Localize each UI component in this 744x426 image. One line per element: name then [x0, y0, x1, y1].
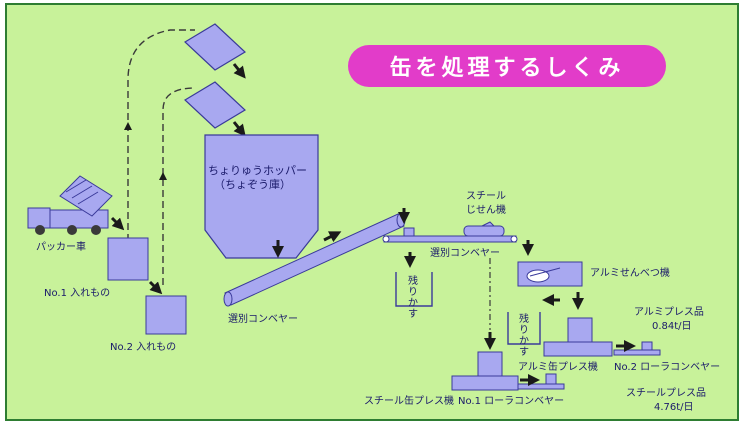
- conveyor-upper-label: 選別コンベヤー: [430, 248, 500, 259]
- lift-path-2: [162, 87, 196, 285]
- drop-arrow-1-icon: [232, 63, 246, 79]
- alu-product-label-2: 0.84t/日: [652, 321, 692, 332]
- steel-separator-label-2: じせん機: [466, 205, 506, 216]
- alu-separator-icon: [517, 261, 583, 287]
- bin2-label: No.2 入れもの: [110, 342, 177, 353]
- packer-truck-icon: [27, 175, 113, 235]
- steel-separator-label-1: スチール: [466, 191, 506, 202]
- truck-arrow-icon: [110, 216, 125, 231]
- conveyor-flow-arrow-icon: [323, 231, 342, 243]
- remainder-label-1: 残りかす: [408, 276, 418, 320]
- lift-arrow-2-icon: [159, 172, 167, 180]
- title-pill: [348, 45, 666, 87]
- lift-bin-upper: [184, 23, 246, 71]
- packer-truck-label: パッカー車: [36, 242, 86, 253]
- hopper-icon: [204, 134, 319, 259]
- conveyor-upper-icon: [383, 235, 517, 243]
- bin-2: [145, 295, 187, 335]
- steel-press-icon: [451, 351, 519, 391]
- drop-arrow-2-icon: [232, 121, 246, 137]
- bin-arrow-icon: [148, 280, 163, 295]
- alu-press-label: アルミ缶プレス機: [518, 362, 598, 373]
- hopper-label-2: （ちょぞう庫）: [214, 178, 291, 191]
- roller1-label: No.1 ローラコンベヤー: [458, 396, 565, 407]
- lift-arrow-1-icon: [124, 122, 132, 130]
- bin1-label: No.1 入れもの: [44, 288, 111, 299]
- lift-bin-lower: [184, 81, 246, 129]
- magnet-separator-icon: [463, 221, 505, 237]
- roller-conveyor-1-icon: [517, 383, 565, 390]
- bin-1: [107, 237, 149, 281]
- steel-press-label: スチール缶プレス機: [364, 396, 454, 407]
- steel-product-label-2: 4.76t/日: [654, 402, 694, 413]
- alu-separator-label: アルミせんべつ機: [590, 268, 670, 279]
- steel-product-label-1: スチールプレス品: [626, 388, 706, 399]
- roller2-label: No.2 ローラコンベヤー: [614, 362, 721, 373]
- conveyor-main-label: 選別コンベヤー: [228, 314, 298, 325]
- remainder-tray-2: [507, 312, 541, 345]
- roller-conveyor-2-icon: [613, 349, 661, 356]
- lift-path-1: [127, 29, 195, 252]
- alu-press-icon: [543, 317, 613, 357]
- remainder-label-2: 残りかす: [519, 314, 529, 358]
- remainder-tray-1: [395, 272, 433, 307]
- diagram-title: 缶を処理するしくみ: [389, 56, 625, 81]
- alu-product-label-1: アルミプレス品: [634, 307, 704, 318]
- hopper-label-1: ちょりゅうホッパー: [208, 164, 307, 177]
